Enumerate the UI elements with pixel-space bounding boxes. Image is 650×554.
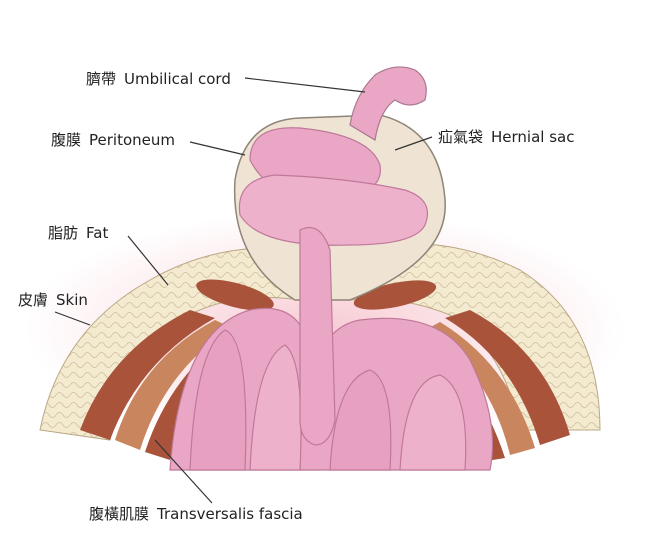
leader-lines [54,77,433,504]
leader-umbilical-cord [244,77,366,93]
herniated-intestine [238,127,429,446]
muscle-left [80,279,274,460]
leader-hernial-sac [394,136,433,151]
leader-fat [127,235,169,286]
leader-transversalis-fascia [154,439,213,504]
leader-skin [54,311,91,326]
umbilical-cord-stump [349,66,427,141]
leader-peritoneum [189,141,246,156]
intestines-inner [169,307,494,471]
